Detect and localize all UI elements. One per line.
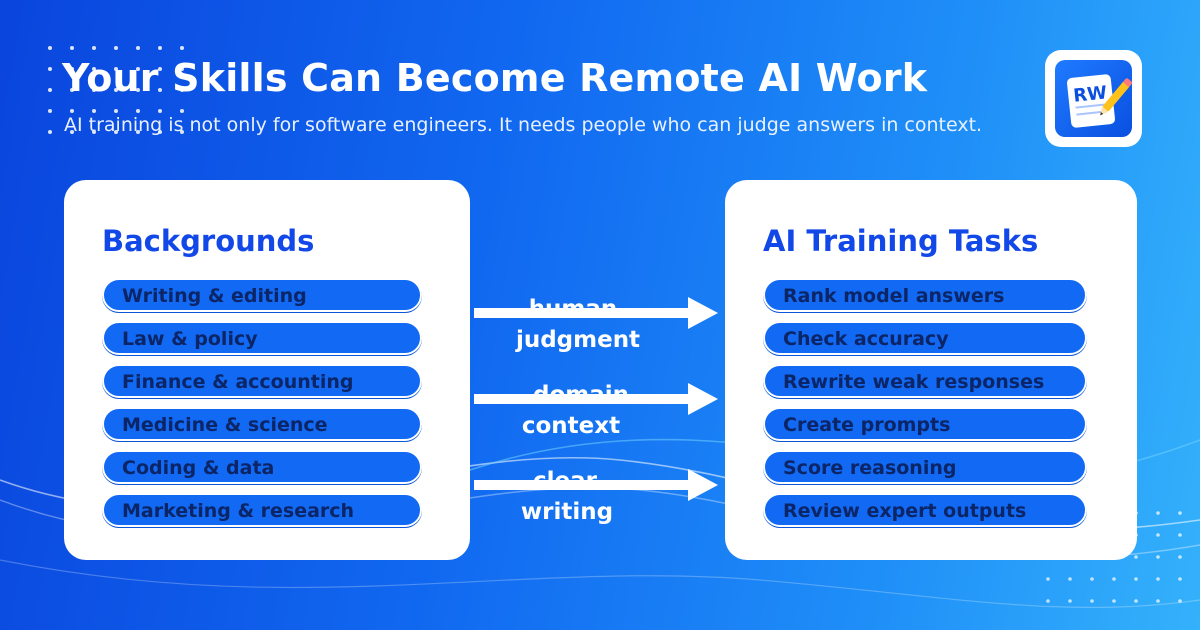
app-logo: RW [1045, 50, 1142, 147]
connector-label-judgment: judgment [515, 327, 641, 353]
logo-text: RW [1072, 82, 1108, 106]
rw-notepad-pencil-icon: RW [1055, 60, 1132, 137]
task-item-review: Review expert outputs [763, 493, 1087, 527]
connector-label-human: human [528, 296, 618, 322]
task-item-prompts: Create prompts [763, 407, 1087, 441]
arrow-shaft [474, 480, 692, 490]
connector-label-context: context [521, 413, 621, 439]
dot-grid-decoration [48, 46, 184, 134]
ai-training-tasks-card: AI Training Tasks Rank model answers Che… [725, 180, 1137, 560]
arrow-right-icon [688, 297, 718, 329]
arrow-right-icon [688, 469, 718, 501]
connector-arrows [474, 297, 718, 501]
backgrounds-card: Backgrounds Writing & editing Law & poli… [64, 180, 470, 560]
arrow-shaft [474, 308, 692, 318]
task-item-reasoning: Score reasoning [763, 450, 1087, 484]
connector-label-writing: writing [520, 499, 614, 525]
backgrounds-title: Backgrounds [102, 224, 315, 258]
background-item-finance: Finance & accounting [102, 364, 422, 398]
task-item-accuracy: Check accuracy [763, 321, 1087, 355]
task-item-rewrite: Rewrite weak responses [763, 364, 1087, 398]
background-item-medicine: Medicine & science [102, 407, 422, 441]
task-item-rank: Rank model answers [763, 278, 1087, 312]
background-item-law: Law & policy [102, 321, 422, 355]
background-item-writing: Writing & editing [102, 278, 422, 312]
arrow-right-icon [688, 383, 718, 415]
background-item-marketing: Marketing & research [102, 493, 422, 527]
arrow-shaft [474, 394, 692, 404]
background-item-coding: Coding & data [102, 450, 422, 484]
tasks-title: AI Training Tasks [763, 224, 1039, 258]
connector-label-domain: domain [532, 382, 629, 408]
page-subtitle: AI training is not only for software eng… [64, 114, 983, 136]
page-title: Your Skills Can Become Remote AI Work [62, 56, 928, 100]
connector-label-clear: clear [533, 468, 597, 494]
